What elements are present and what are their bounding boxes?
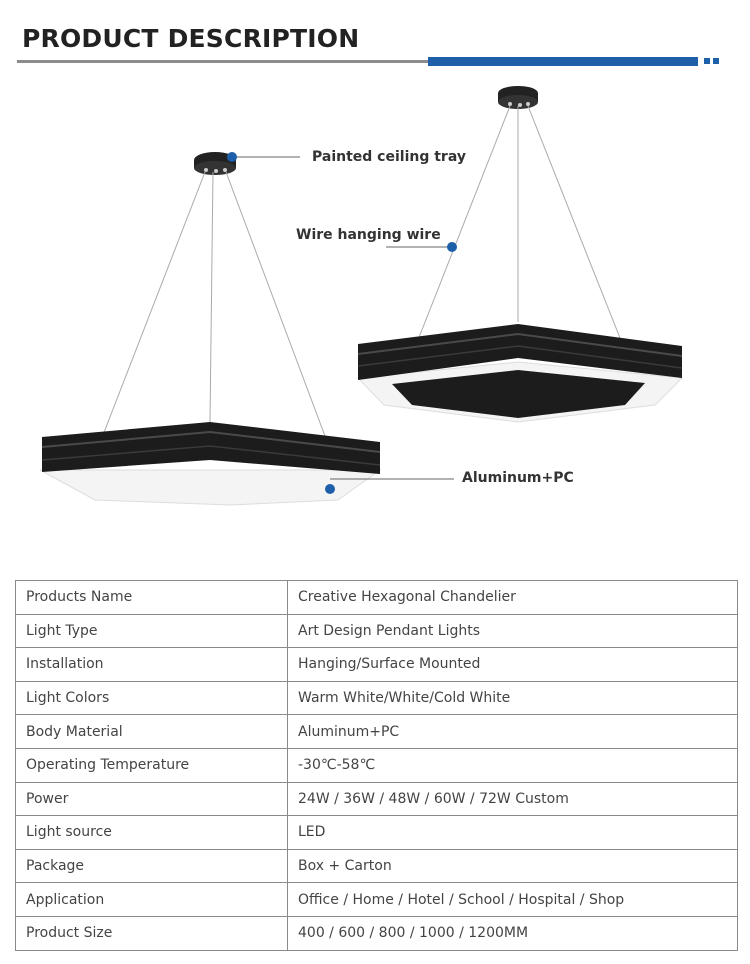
inner-frame (392, 370, 645, 418)
callout-marker (325, 484, 335, 494)
spec-label: Application (15, 882, 288, 917)
product-illustration (39, 86, 684, 506)
accent-dot (713, 58, 719, 64)
spec-label: Installation (15, 647, 288, 682)
frame (42, 422, 380, 474)
left-chandelier (39, 152, 382, 506)
hanging-wire (417, 105, 511, 341)
spec-label: Products Name (15, 580, 288, 615)
hanging-wire (102, 171, 206, 436)
spec-label: Light source (15, 815, 288, 850)
hanging-wire (209, 171, 214, 423)
page-title: PRODUCT DESCRIPTION (22, 24, 360, 53)
spec-value: Office / Home / Hotel / School / Hospita… (287, 882, 738, 917)
table-row: Operating Temperature-30℃-58℃ (15, 747, 738, 783)
spec-value: Aluminum+PC (287, 714, 738, 749)
spec-value: Warm White/White/Cold White (287, 680, 738, 716)
hanging-wire (527, 105, 621, 339)
callout-material: Aluminum+PC (462, 470, 574, 486)
spec-label: Operating Temperature (15, 747, 288, 783)
callout-marker (227, 152, 237, 162)
spec-value: 400 / 600 / 800 / 1000 / 1200MM (287, 915, 738, 951)
spec-label: Package (15, 848, 288, 884)
callout-hanging-wire: Wire hanging wire (296, 227, 441, 243)
callout-marker (447, 242, 457, 252)
spec-label: Light Colors (15, 680, 288, 716)
hanging-wire (225, 171, 326, 437)
spec-value: Hanging/Surface Mounted (287, 647, 738, 682)
title-underline (17, 60, 428, 63)
spec-value: Creative Hexagonal Chandelier (287, 580, 738, 615)
spec-label: Light Type (15, 613, 288, 649)
callout-ceiling-tray: Painted ceiling tray (312, 149, 466, 165)
spec-value: 24W / 36W / 48W / 60W / 72W Custom (287, 781, 738, 817)
accent-bar (428, 57, 698, 66)
spec-value: Art Design Pendant Lights (287, 613, 738, 649)
spec-label: Product Size (15, 915, 288, 951)
spec-value: Box + Carton (287, 848, 738, 884)
frame (358, 324, 682, 380)
diffuser (39, 469, 382, 506)
right-chandelier (356, 86, 684, 423)
spec-value: -30℃-58℃ (287, 747, 738, 783)
spec-label: Body Material (15, 714, 288, 749)
accent-dot (704, 58, 710, 64)
spec-label: Power (15, 781, 288, 817)
spec-value: LED (287, 815, 738, 850)
